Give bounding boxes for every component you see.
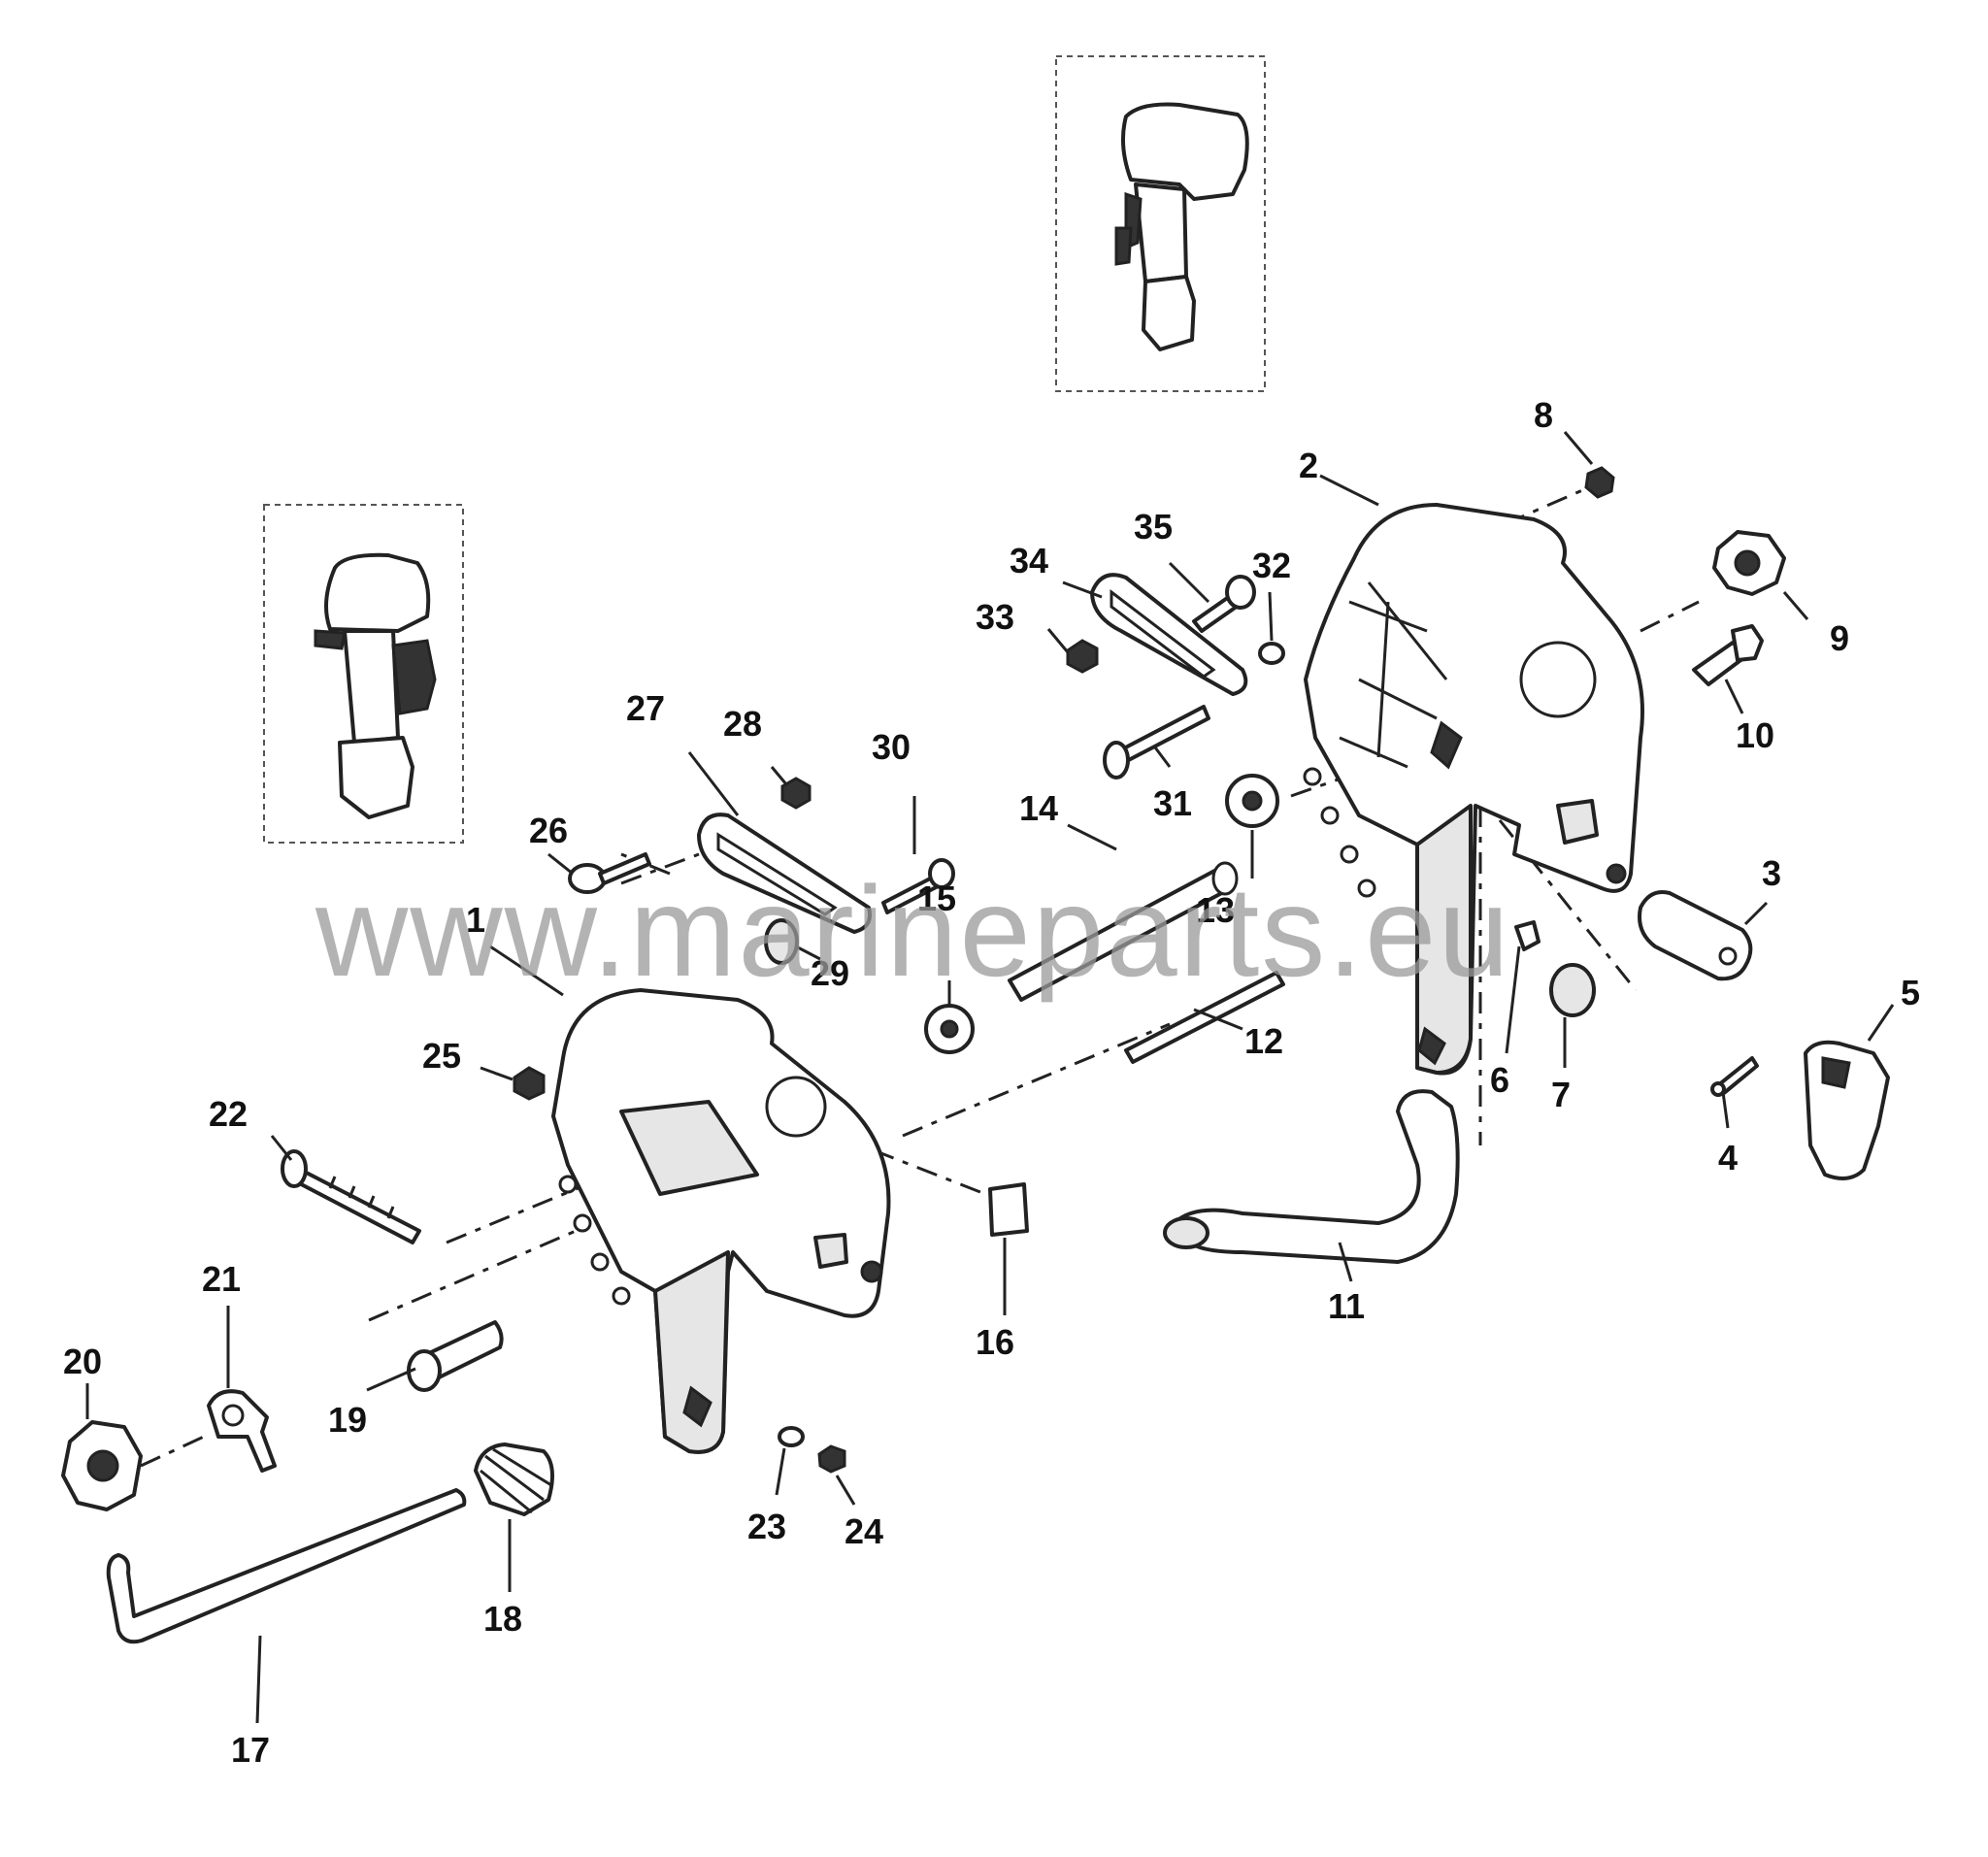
tilt-spring (474, 1442, 554, 1516)
callout-7: 7 (1551, 1075, 1571, 1114)
outboard-motor-icon (314, 552, 437, 819)
tilt-pin (1124, 971, 1285, 1064)
callout-23: 23 (747, 1507, 786, 1546)
callout-25: 25 (422, 1036, 461, 1076)
carry-handle (1163, 1089, 1460, 1264)
inset-outboard-left (263, 504, 464, 844)
callout-14: 14 (1019, 788, 1058, 828)
callout-2: 2 (1299, 446, 1318, 485)
callout-17: 17 (231, 1730, 270, 1770)
clamp-bracket-right (1303, 503, 1644, 1076)
lock-tab (207, 1389, 277, 1473)
callout-19: 19 (328, 1400, 367, 1440)
tilt-lock-lever (1638, 890, 1753, 981)
callout-9: 9 (1830, 618, 1849, 658)
callout-8: 8 (1534, 395, 1553, 435)
pivot-bolt (407, 1320, 504, 1392)
callout-21: 21 (202, 1259, 241, 1299)
callout-16: 16 (976, 1322, 1014, 1362)
transom-rod (106, 1488, 467, 1644)
callout-29: 29 (811, 953, 849, 993)
callout-15: 15 (917, 879, 956, 918)
callout-10: 10 (1736, 715, 1774, 755)
callout-27: 27 (626, 688, 665, 728)
watermark: www.marineparts.eu (315, 860, 1511, 1003)
callout-22: 22 (209, 1094, 248, 1134)
leader-lines (85, 431, 1895, 1724)
callout-24: 24 (845, 1511, 883, 1551)
callout-33: 33 (976, 597, 1014, 637)
callout-32: 32 (1252, 546, 1291, 585)
callout-18: 18 (483, 1599, 522, 1639)
clamp-bracket-left (551, 988, 891, 1454)
callout-11: 11 (1328, 1286, 1365, 1326)
inset-outboard-top (1055, 55, 1266, 392)
small-hardware (513, 466, 1786, 1474)
callout-6: 6 (1490, 1060, 1509, 1100)
hex-nut (61, 1420, 143, 1511)
lever-cover (1804, 1040, 1890, 1180)
callout-35: 35 (1134, 507, 1173, 547)
callout-31: 31 (1153, 783, 1192, 823)
callouts: 1 2 3 4 5 6 7 8 9 10 11 12 13 14 15 16 1… (63, 395, 1920, 1770)
callout-30: 30 (872, 727, 911, 767)
clamp-bolt-long (281, 1149, 421, 1244)
callout-13: 13 (1196, 890, 1235, 930)
callout-34: 34 (1010, 541, 1048, 580)
callout-3: 3 (1762, 853, 1781, 893)
tilt-tube (1008, 861, 1239, 1002)
callout-12: 12 (1244, 1021, 1283, 1061)
callout-4: 4 (1718, 1138, 1738, 1177)
callout-5: 5 (1901, 973, 1920, 1012)
callout-26: 26 (529, 811, 568, 850)
outboard-motor-icon (1114, 102, 1249, 351)
callout-28: 28 (723, 704, 762, 744)
callout-1: 1 (466, 900, 485, 940)
callout-20: 20 (63, 1342, 102, 1381)
